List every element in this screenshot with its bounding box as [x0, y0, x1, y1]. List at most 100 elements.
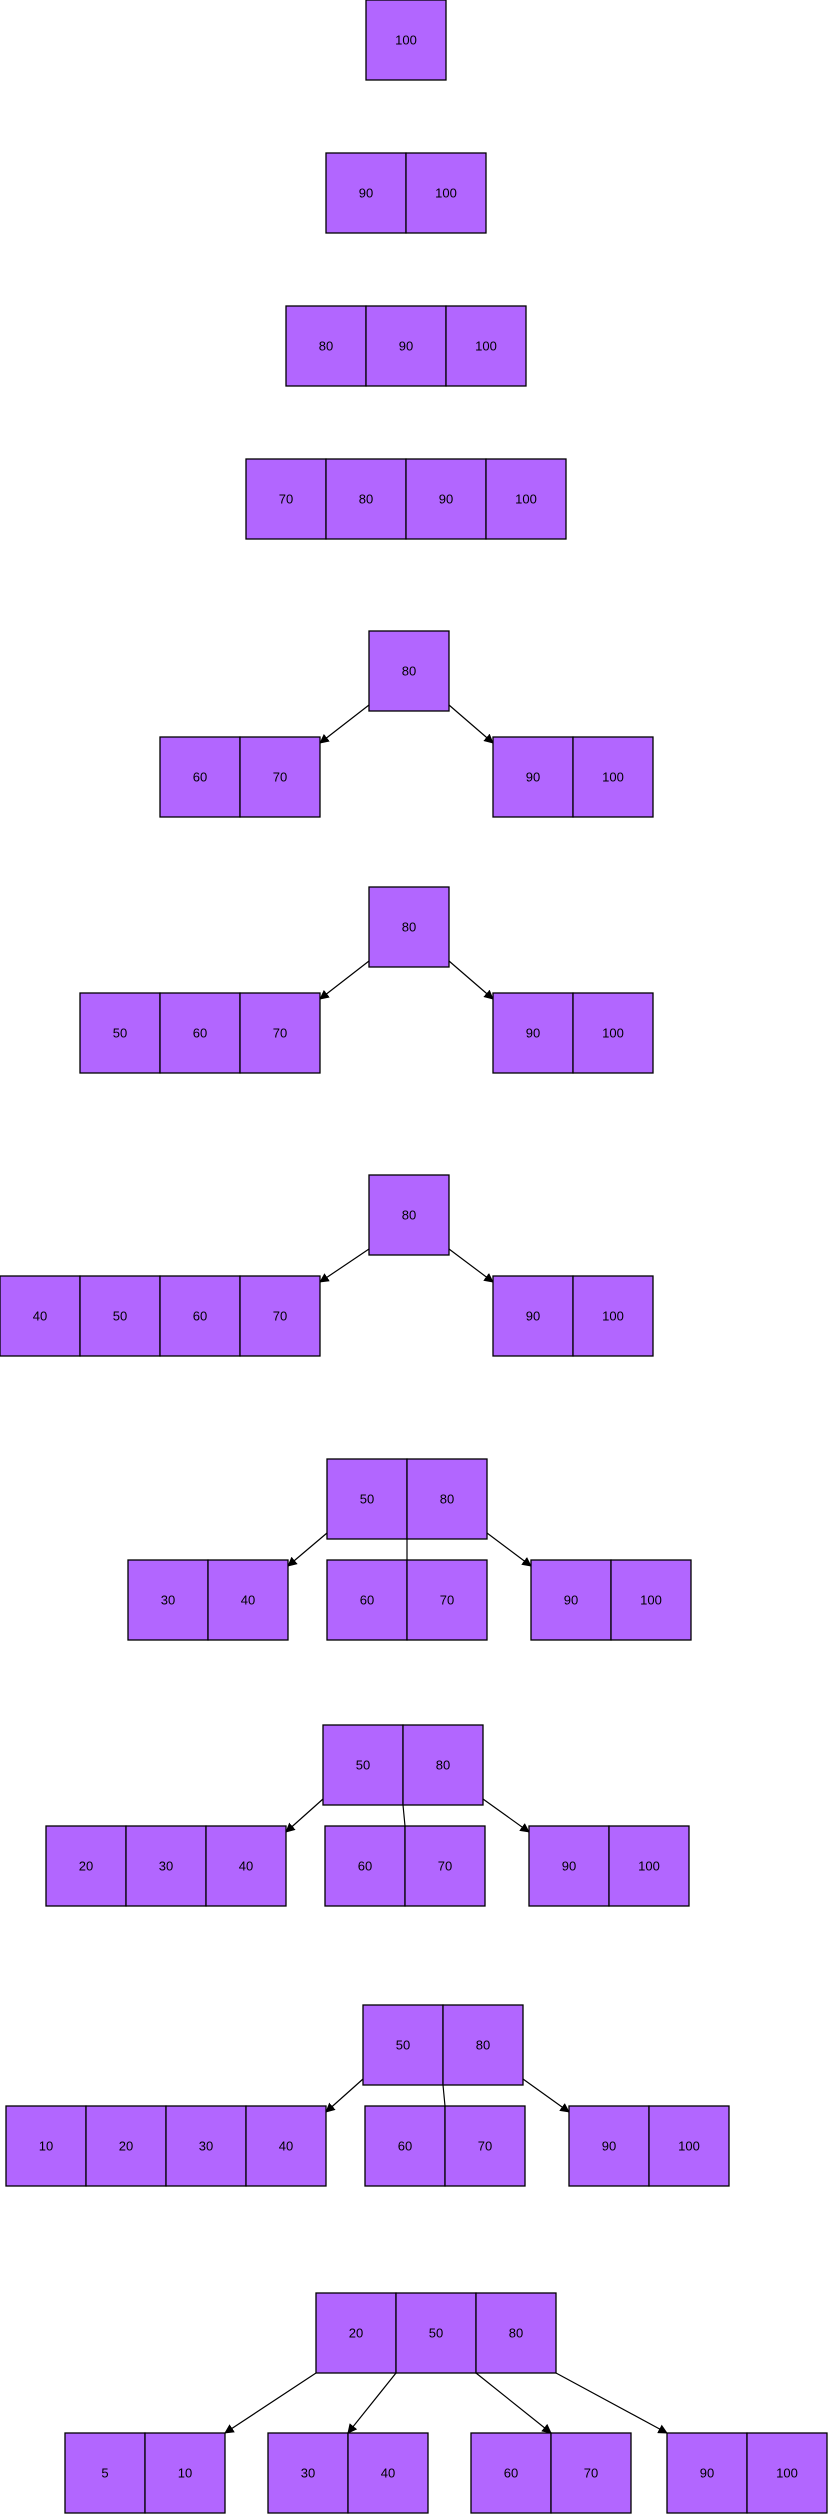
child-pointer-arrow	[448, 1248, 494, 1283]
key-cell: 40	[205, 1825, 287, 1907]
key-label: 70	[279, 492, 293, 507]
key-box	[205, 1825, 287, 1907]
key-box	[245, 2105, 327, 2187]
child-pointer-arrow	[319, 960, 370, 1000]
key-box	[79, 992, 161, 1074]
key-cell: 60	[364, 2105, 446, 2187]
key-box	[125, 1825, 207, 1907]
key-box	[159, 1275, 241, 1357]
key-label: 80	[402, 1208, 416, 1223]
key-cell: 70	[239, 992, 321, 1074]
step-2-root-node: 90 100	[325, 152, 487, 234]
key-box	[159, 992, 241, 1074]
key-label: 70	[584, 2466, 598, 2481]
key-label: 40	[381, 2466, 395, 2481]
key-box	[404, 1825, 486, 1907]
key-box	[326, 1458, 408, 1540]
key-label: 90	[602, 2139, 616, 2154]
key-box	[368, 886, 450, 968]
key-box	[395, 2292, 477, 2374]
key-label: 20	[349, 2326, 363, 2341]
key-cell: 60	[326, 1559, 408, 1641]
key-box	[368, 1174, 450, 1256]
key-box	[492, 1275, 574, 1357]
key-cell: 60	[470, 2432, 552, 2514]
key-label: 100	[640, 1593, 662, 1608]
child-pointer-line	[402, 1804, 406, 1827]
key-cell: 50	[395, 2292, 477, 2374]
key-cell: 70	[245, 458, 327, 540]
key-label: 90	[399, 339, 413, 354]
key-box	[239, 1275, 321, 1357]
key-box	[45, 1825, 127, 1907]
key-box	[239, 992, 321, 1074]
key-label: 30	[199, 2139, 213, 2154]
key-label: 50	[113, 1026, 127, 1041]
key-box	[325, 152, 407, 234]
key-box	[406, 1559, 488, 1641]
key-cell: 20	[85, 2105, 167, 2187]
child-pointer-arrow	[555, 2372, 668, 2434]
key-label: 90	[526, 1309, 540, 1324]
key-cell: 5	[64, 2432, 146, 2514]
key-label: 80	[359, 492, 373, 507]
step-11-child-node-2: 30 40	[267, 2432, 429, 2514]
key-cell: 70	[239, 1275, 321, 1357]
key-label: 100	[602, 770, 624, 785]
key-label: 80	[402, 920, 416, 935]
key-cell: 80	[442, 2004, 524, 2086]
child-pointer-arrow	[347, 2372, 397, 2434]
key-box	[245, 458, 327, 540]
key-cell: 60	[159, 1275, 241, 1357]
key-cell: 30	[267, 2432, 349, 2514]
key-box	[368, 630, 450, 712]
key-cell: 50	[79, 1275, 161, 1357]
key-box	[492, 992, 574, 1074]
key-cell: 30	[165, 2105, 247, 2187]
key-label: 80	[436, 1758, 450, 1773]
key-label: 60	[193, 1309, 207, 1324]
key-cell: 80	[285, 305, 367, 387]
key-label: 20	[119, 2139, 133, 2154]
key-cell: 100	[572, 992, 654, 1074]
key-cell: 90	[492, 1275, 574, 1357]
key-cell: 40	[207, 1559, 289, 1641]
key-cell: 20	[45, 1825, 127, 1907]
key-label: 50	[360, 1492, 374, 1507]
key-label: 40	[239, 1859, 253, 1874]
key-box	[85, 2105, 167, 2187]
key-cell: 40	[245, 2105, 327, 2187]
key-label: 80	[440, 1492, 454, 1507]
step-11-child-node-1: 5 10	[64, 2432, 226, 2514]
key-cell: 80	[406, 1458, 488, 1540]
key-box	[572, 736, 654, 818]
step-8-root-node: 50 80	[326, 1458, 488, 1540]
key-box	[572, 1275, 654, 1357]
key-box	[608, 1825, 690, 1907]
key-box	[79, 1275, 161, 1357]
key-label: 20	[79, 1859, 93, 1874]
key-cell: 70	[404, 1825, 486, 1907]
key-cell: 80	[368, 886, 450, 968]
key-box	[207, 1559, 289, 1641]
key-cell: 90	[325, 152, 407, 234]
key-label: 90	[439, 492, 453, 507]
key-label: 90	[526, 770, 540, 785]
key-label: 100	[435, 186, 457, 201]
key-label: 100	[395, 33, 417, 48]
key-label: 50	[396, 2038, 410, 2053]
key-label: 10	[39, 2139, 53, 2154]
key-cell: 70	[444, 2105, 526, 2187]
step-10-child-node-1: 10 20 30 40	[5, 2105, 327, 2187]
key-label: 50	[113, 1309, 127, 1324]
key-label: 10	[178, 2466, 192, 2481]
key-box	[405, 152, 487, 234]
